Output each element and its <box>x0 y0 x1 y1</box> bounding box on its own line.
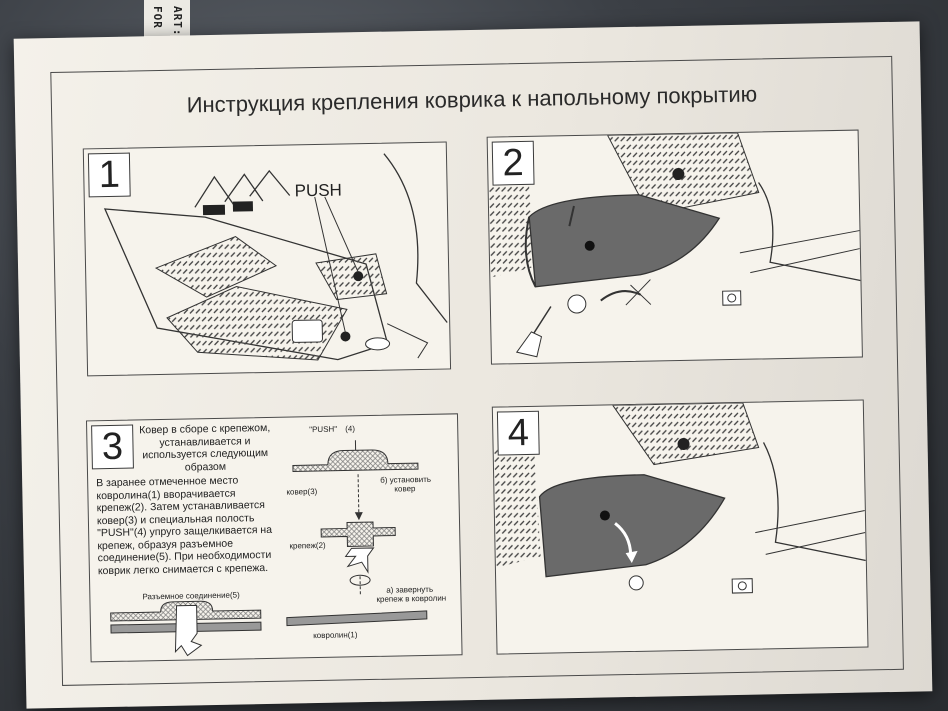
instruction-sheet: Инструкция крепления коврика к напольном… <box>13 21 933 709</box>
panel-1: 1 PUSH <box>82 141 452 377</box>
panel-2-number: 2 <box>491 140 535 186</box>
panel-4: 4 <box>491 399 869 655</box>
panel-4-number: 4 <box>496 410 540 456</box>
tag-line-2: FOR <box>151 6 164 29</box>
panel-2: 2 <box>486 129 863 365</box>
carpet-snap-illustration <box>493 402 866 594</box>
carpet-fastener-illustration <box>488 132 861 358</box>
fastener-diagram <box>110 440 428 657</box>
car-footwell-illustration <box>103 153 448 361</box>
panel-3: 3 Ковер в сборе с крепежом, устанавливае… <box>85 413 463 663</box>
page-title: Инструкция крепления коврика к напольном… <box>186 81 758 118</box>
sheet-frame: Инструкция крепления коврика к напольном… <box>50 55 904 686</box>
panel-1-number: 1 <box>87 152 131 198</box>
panel-3-number: 3 <box>91 424 134 470</box>
